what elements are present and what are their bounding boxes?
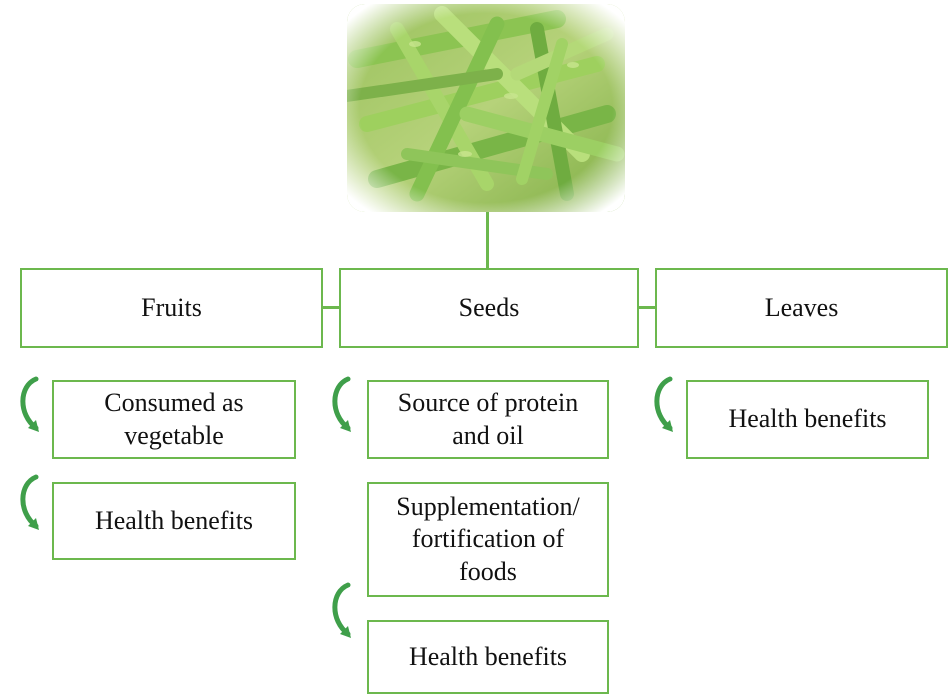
- connector-line: [639, 306, 655, 309]
- okra-image: [347, 4, 625, 212]
- okra-illustration: [347, 4, 625, 212]
- fruits-consumed-box: Consumed as vegetable: [52, 380, 296, 459]
- seeds-protein-oil-box: Source of protein and oil: [367, 380, 609, 459]
- seeds-fortification-box: Supplementation/ fortification of foods: [367, 482, 609, 597]
- curved-arrow-icon: [12, 376, 46, 438]
- leaves-node: Leaves: [655, 268, 948, 348]
- leaves-health-benefits-box: Health benefits: [686, 380, 929, 459]
- connector-line: [323, 306, 339, 309]
- curved-arrow-icon: [324, 582, 358, 644]
- connector-line: [486, 212, 489, 268]
- fruits-node: Fruits: [20, 268, 323, 348]
- fruits-health-benefits-box: Health benefits: [52, 482, 296, 560]
- seeds-node: Seeds: [339, 268, 639, 348]
- curved-arrow-icon: [646, 376, 680, 438]
- seeds-health-benefits-box: Health benefits: [367, 620, 609, 694]
- curved-arrow-icon: [324, 376, 358, 438]
- curved-arrow-icon: [12, 474, 46, 536]
